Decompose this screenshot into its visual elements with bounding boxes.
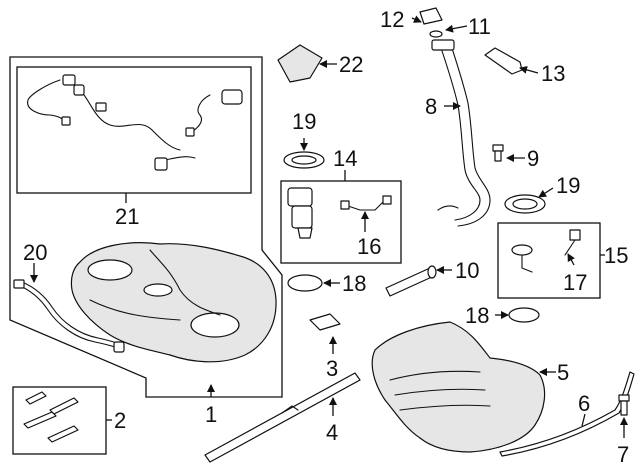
- callout-11: 11: [468, 14, 491, 39]
- callout-6: 6: [578, 391, 590, 416]
- callout-13: 13: [541, 61, 565, 86]
- callout-9: 9: [527, 146, 539, 171]
- leader-12: [411, 15, 422, 23]
- callout-10: 10: [455, 258, 479, 283]
- seal-ring-11-icon: [429, 30, 443, 38]
- pad-3-icon: [309, 313, 341, 331]
- callout-7: 7: [617, 442, 629, 467]
- lock-ring-icon: [283, 151, 325, 169]
- callout-12: 12: [380, 7, 404, 32]
- seal-ring-2-icon: [508, 307, 540, 323]
- wiring-harness-icon: [27, 74, 243, 171]
- pads-frame: [12, 386, 107, 455]
- callout-22: 22: [339, 52, 363, 77]
- wiring-harness-frame: [16, 66, 252, 194]
- sender-assembly-frame: [497, 222, 601, 299]
- pad-icon: [23, 391, 79, 443]
- leader-19b: [538, 187, 554, 198]
- tank-assembly-frame: [9, 56, 283, 398]
- housing-13-icon: [484, 47, 523, 75]
- leader-17: [567, 253, 575, 266]
- callout-14: 14: [333, 146, 357, 171]
- callout-19b: 19: [556, 173, 580, 198]
- callout-18a: 18: [342, 271, 366, 296]
- fuel-pump-icon: [287, 187, 313, 239]
- callout-16: 16: [357, 234, 381, 259]
- callout-21: 21: [115, 204, 139, 229]
- module-icon: [277, 44, 323, 83]
- heat-shield-icon: [371, 321, 546, 453]
- callout-17: 17: [563, 270, 587, 295]
- clip-icon: [564, 229, 581, 256]
- callout-3: 3: [326, 356, 338, 381]
- callout-2: 2: [114, 408, 126, 433]
- callout-18b: 18: [465, 303, 489, 328]
- seal-ring-icon: [287, 274, 323, 292]
- callout-1: 1: [205, 402, 217, 427]
- callout-20: 20: [23, 240, 47, 265]
- strap-6-icon: [499, 371, 635, 457]
- callout-19a: 19: [292, 109, 316, 134]
- hose-icon: [385, 265, 437, 297]
- leader-11: [445, 24, 468, 33]
- sensor-16-icon: [340, 195, 392, 211]
- cap-icon: [419, 7, 443, 25]
- bolt-9-icon: [492, 144, 504, 162]
- leader-6: [581, 413, 586, 427]
- bolt-icon: [618, 394, 630, 416]
- strap-icon: [204, 372, 361, 463]
- callout-8: 8: [425, 94, 437, 119]
- fuel-line-icon: [13, 279, 125, 353]
- pump-assembly-frame: [280, 180, 402, 264]
- lock-ring-2-icon: [504, 194, 546, 214]
- fuel-tank-icon: [70, 242, 277, 363]
- callout-15: 15: [604, 243, 628, 268]
- callout-4: 4: [326, 420, 338, 445]
- sender-icon: [511, 244, 533, 273]
- callout-5: 5: [557, 360, 569, 385]
- filler-pipe-icon: [431, 39, 491, 227]
- leader-13: [519, 66, 539, 74]
